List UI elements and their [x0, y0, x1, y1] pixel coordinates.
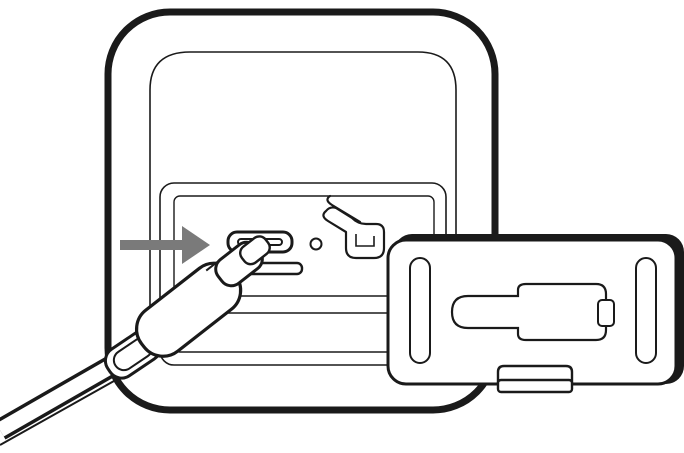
bracket-keyhole-slot	[450, 282, 608, 342]
hook-latch-icon	[322, 194, 386, 260]
bracket-rail-left	[409, 257, 431, 364]
cable-plug	[214, 235, 271, 288]
indicator-led	[309, 237, 323, 251]
bracket-rail-right	[635, 257, 657, 364]
cable-wire-core	[0, 371, 131, 446]
arrow-right-icon	[120, 226, 210, 264]
bracket-foot-base	[496, 378, 574, 394]
cable-wire-inner	[0, 353, 126, 437]
mount-bracket	[386, 234, 684, 394]
usb-c-cable	[0, 235, 271, 446]
bracket-latch-tab	[597, 299, 615, 327]
